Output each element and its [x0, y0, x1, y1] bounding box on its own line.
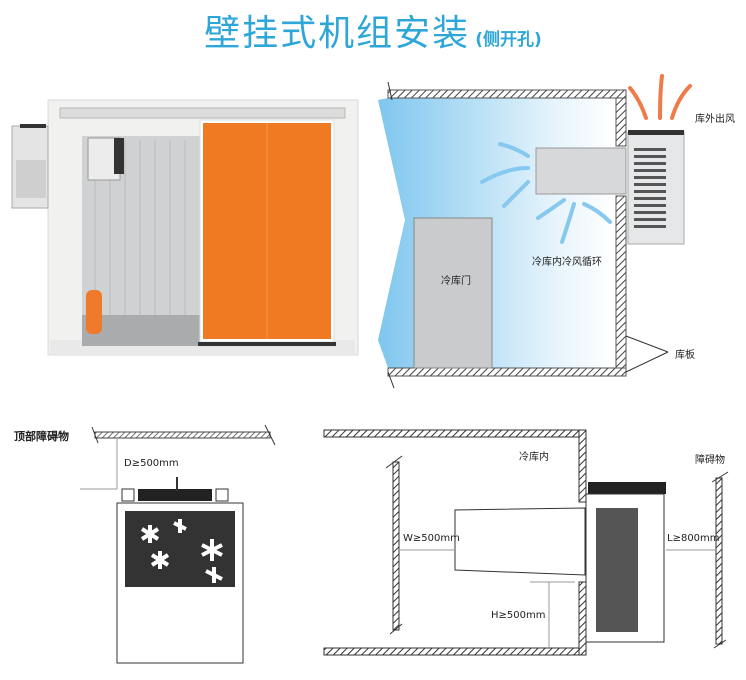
door-label: 冷库门 — [441, 276, 471, 287]
obstacle-label: 障碍物 — [695, 455, 725, 466]
condenser-grille — [596, 508, 638, 632]
cold-room-photo — [11, 99, 359, 356]
outer-obstacle-wall — [715, 477, 723, 645]
h-clearance-label: H≥500mm — [491, 610, 546, 621]
bottom-wall — [387, 367, 627, 377]
unit-evaporator — [535, 147, 627, 195]
door-rail — [59, 107, 346, 119]
warm-arrow-3 — [670, 84, 692, 120]
airflow-diagram — [378, 74, 692, 389]
gas-bottle — [86, 290, 102, 334]
panel-label: 库板 — [675, 350, 695, 361]
condenser-top — [588, 482, 666, 494]
inside-circulation-label: 冷库内冷风循环 — [532, 257, 602, 268]
fan-star-icons — [140, 519, 223, 583]
cold-arrow-6 — [582, 202, 612, 224]
side-unit-top — [138, 489, 212, 501]
right-wall-lower — [615, 195, 627, 369]
cold-arrow-5 — [560, 202, 576, 244]
l-clearance-label: L≥800mm — [667, 533, 720, 544]
warm-arrow-2 — [658, 74, 664, 120]
title-main: 壁挂式机组安装 — [204, 13, 471, 54]
top-wall — [387, 89, 627, 99]
top-obstacle-bar — [94, 431, 271, 439]
outside-air-label: 库外出风 — [695, 114, 735, 125]
room-right-wall-upper — [578, 429, 587, 503]
warm-air-arrows — [628, 74, 692, 120]
warm-arrow-1 — [628, 86, 648, 120]
room-bottom-wall — [323, 647, 587, 656]
side-view-diagram — [80, 424, 276, 664]
cold-arrow-4 — [536, 198, 566, 220]
cold-arrow-3 — [502, 180, 530, 208]
top-view-diagram — [323, 429, 729, 656]
w-clearance-label: W≥500mm — [403, 533, 460, 544]
cold-air-arrows — [480, 142, 612, 244]
title-sub: (侧开孔) — [475, 30, 542, 50]
evaporator-part — [454, 507, 586, 576]
room-top-wall — [323, 429, 587, 438]
cold-arrow-2 — [480, 166, 530, 184]
inside-room-label: 冷库内 — [519, 452, 549, 463]
inner-obstacle-wall — [392, 461, 400, 631]
room-right-wall-lower — [578, 581, 587, 656]
cold-room-door — [413, 217, 493, 369]
page-title: 壁挂式机组安装 (侧开孔) — [0, 4, 746, 56]
top-obstacle-label: 顶部障碍物 — [14, 430, 69, 443]
right-wall-upper — [615, 97, 627, 147]
cold-arrow-1 — [498, 142, 530, 158]
d-clearance-label: D≥500mm — [124, 458, 179, 469]
cold-room-interior — [378, 98, 614, 368]
